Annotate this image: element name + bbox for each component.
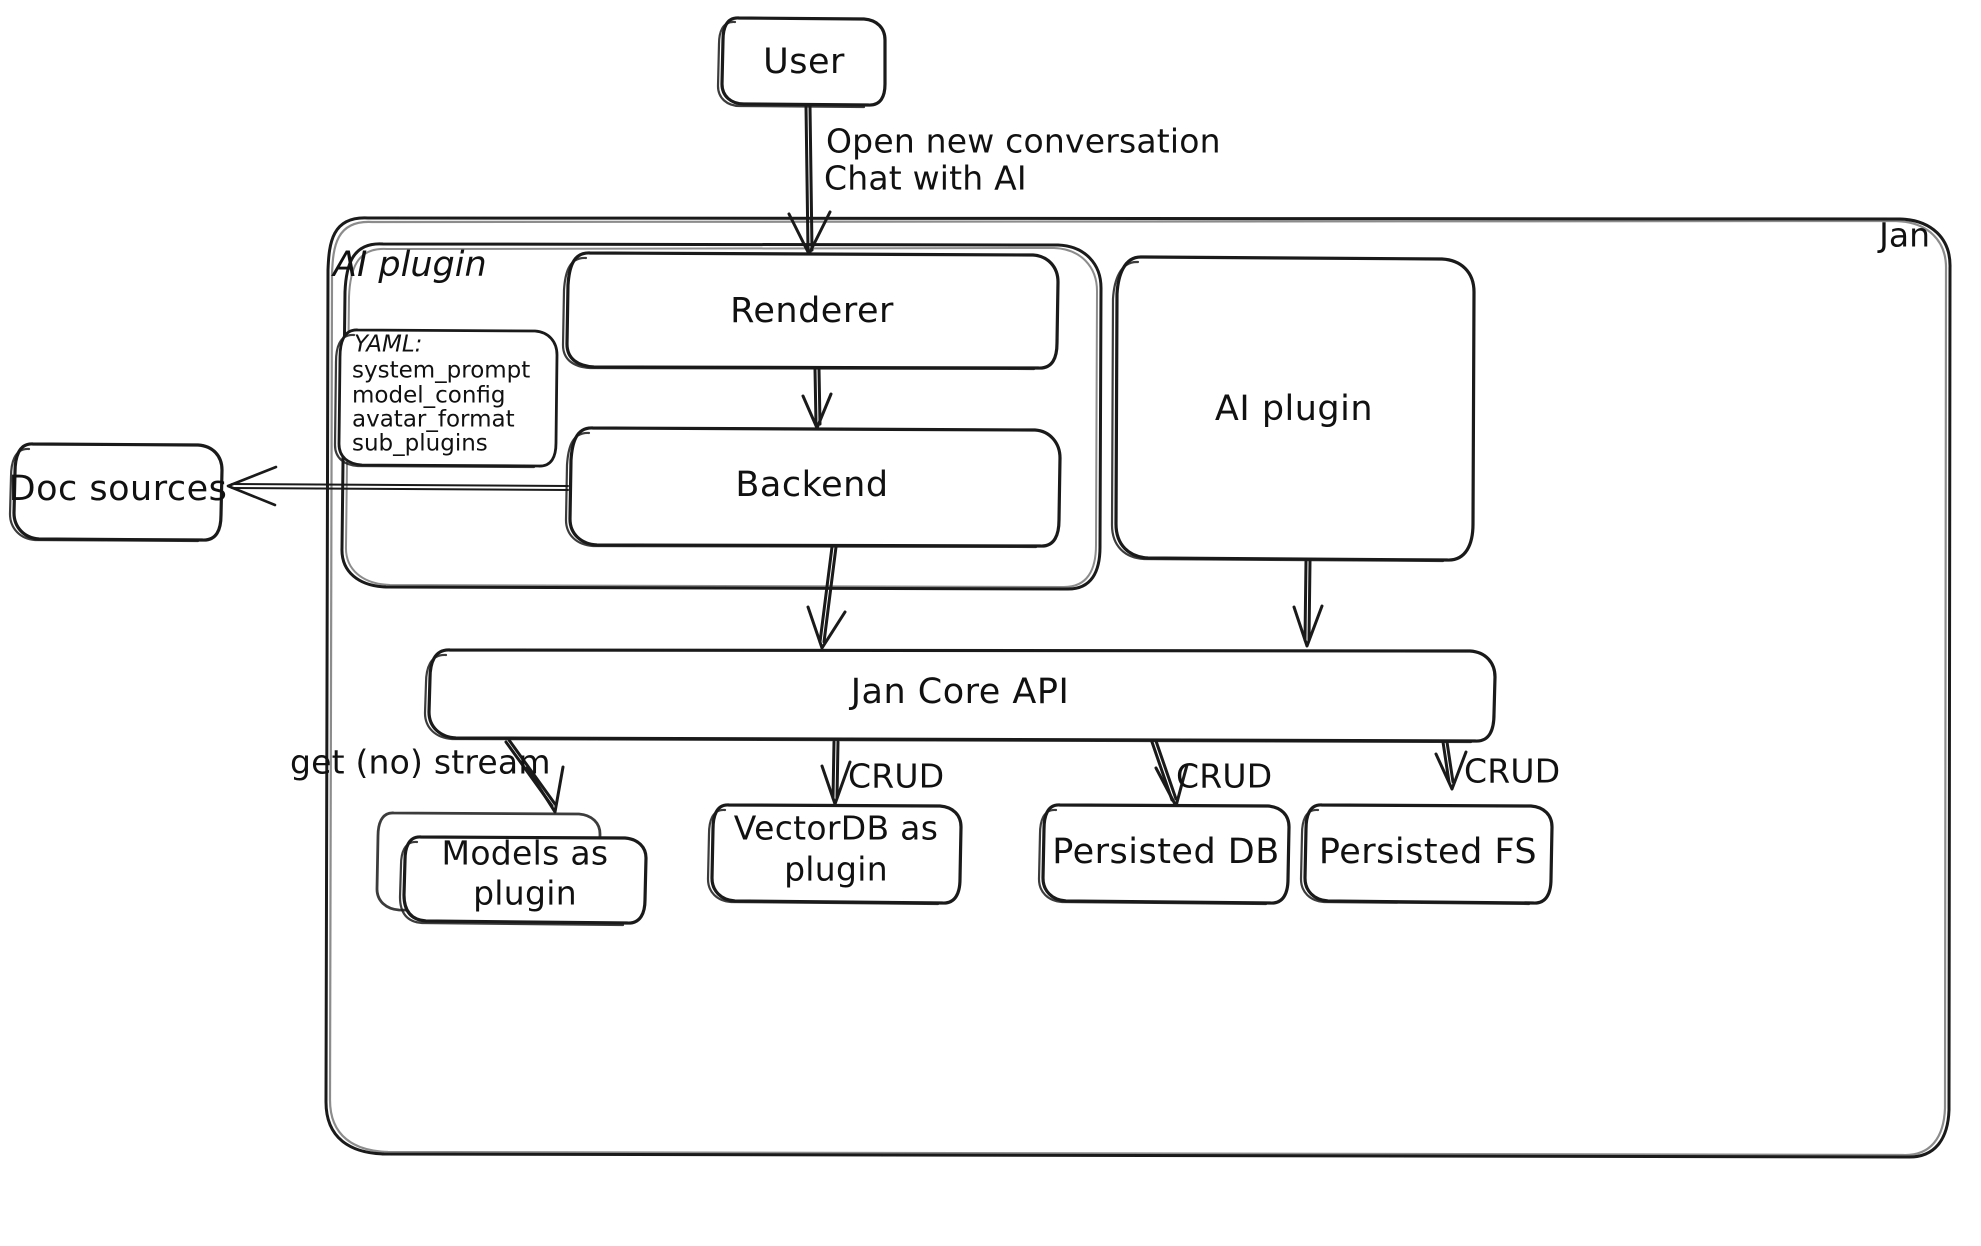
edge-core-to-persisted-db: CRUD (1150, 739, 1272, 808)
yaml-note-item-system-prompt: system_prompt (352, 358, 530, 384)
node-doc-sources[interactable]: Doc sources (9, 442, 228, 543)
yaml-note-box: YAML: system_prompt model_config avatar_… (333, 328, 559, 469)
node-ai-plugin-label: AI plugin (1215, 389, 1373, 429)
edge-label-get-no-stream: get (no) stream (290, 743, 551, 782)
node-user[interactable]: User (716, 16, 887, 109)
node-ai-plugin[interactable]: AI plugin (1110, 255, 1476, 563)
node-backend-label: Backend (735, 465, 888, 505)
node-jan-core-api-label: Jan Core API (849, 672, 1070, 712)
node-backend[interactable]: Backend (564, 426, 1062, 549)
node-persisted-fs-label: Persisted FS (1319, 832, 1537, 872)
edge-backend-to-jan-core-api (806, 545, 847, 650)
node-vectordb-as-plugin[interactable]: VectorDB as plugin (706, 803, 963, 906)
yaml-note-item-sub-plugins: sub_plugins (352, 431, 488, 457)
edge-backend-to-doc-sources (226, 465, 569, 507)
container-ai-plugin-group-label: AI plugin (331, 245, 487, 285)
container-jan-label: Jan (1877, 216, 1930, 255)
node-doc-sources-label: Doc sources (9, 469, 228, 509)
node-renderer[interactable]: Renderer (561, 251, 1060, 371)
edge-user-to-renderer: Open new conversation Chat with AI (787, 104, 1221, 256)
edge-label-open-new-conversation: Open new conversation (826, 122, 1221, 161)
node-persisted-db-label: Persisted DB (1052, 832, 1280, 872)
node-persisted-db[interactable]: Persisted DB (1037, 803, 1291, 906)
node-user-label: User (763, 42, 845, 82)
edge-core-to-models: get (no) stream (290, 738, 565, 814)
node-renderer-label: Renderer (730, 291, 894, 331)
edge-core-to-vectordb: CRUD (820, 740, 944, 806)
edge-label-crud-vectordb: CRUD (848, 757, 944, 796)
container-ai-plugin-group: AI plugin (331, 242, 1103, 591)
yaml-note-item-model-config: model_config (352, 383, 506, 409)
node-models-as-plugin[interactable]: Models as plugin (375, 811, 648, 927)
node-jan-core-api[interactable]: Jan Core API (423, 648, 1497, 744)
edge-label-crud-persisted-db: CRUD (1176, 757, 1272, 796)
edge-renderer-to-backend (801, 367, 833, 430)
edge-label-crud-persisted-fs: CRUD (1464, 752, 1560, 791)
node-vectordb-as-plugin-label-line2: plugin (784, 850, 888, 889)
edge-ai-plugin-to-jan-core-api (1292, 559, 1324, 648)
yaml-note-heading: YAML: (354, 332, 422, 358)
node-models-as-plugin-label-line1: Models as (442, 834, 609, 873)
edge-label-chat-with-ai: Chat with AI (824, 159, 1027, 198)
edge-core-to-persisted-fs: CRUD (1434, 740, 1560, 791)
container-jan: Jan (324, 216, 1952, 1159)
node-persisted-fs[interactable]: Persisted FS (1299, 803, 1554, 906)
node-models-as-plugin-label-line2: plugin (473, 874, 577, 913)
yaml-note-item-avatar-format: avatar_format (352, 407, 515, 433)
node-vectordb-as-plugin-label-line1: VectorDB as (734, 809, 938, 848)
